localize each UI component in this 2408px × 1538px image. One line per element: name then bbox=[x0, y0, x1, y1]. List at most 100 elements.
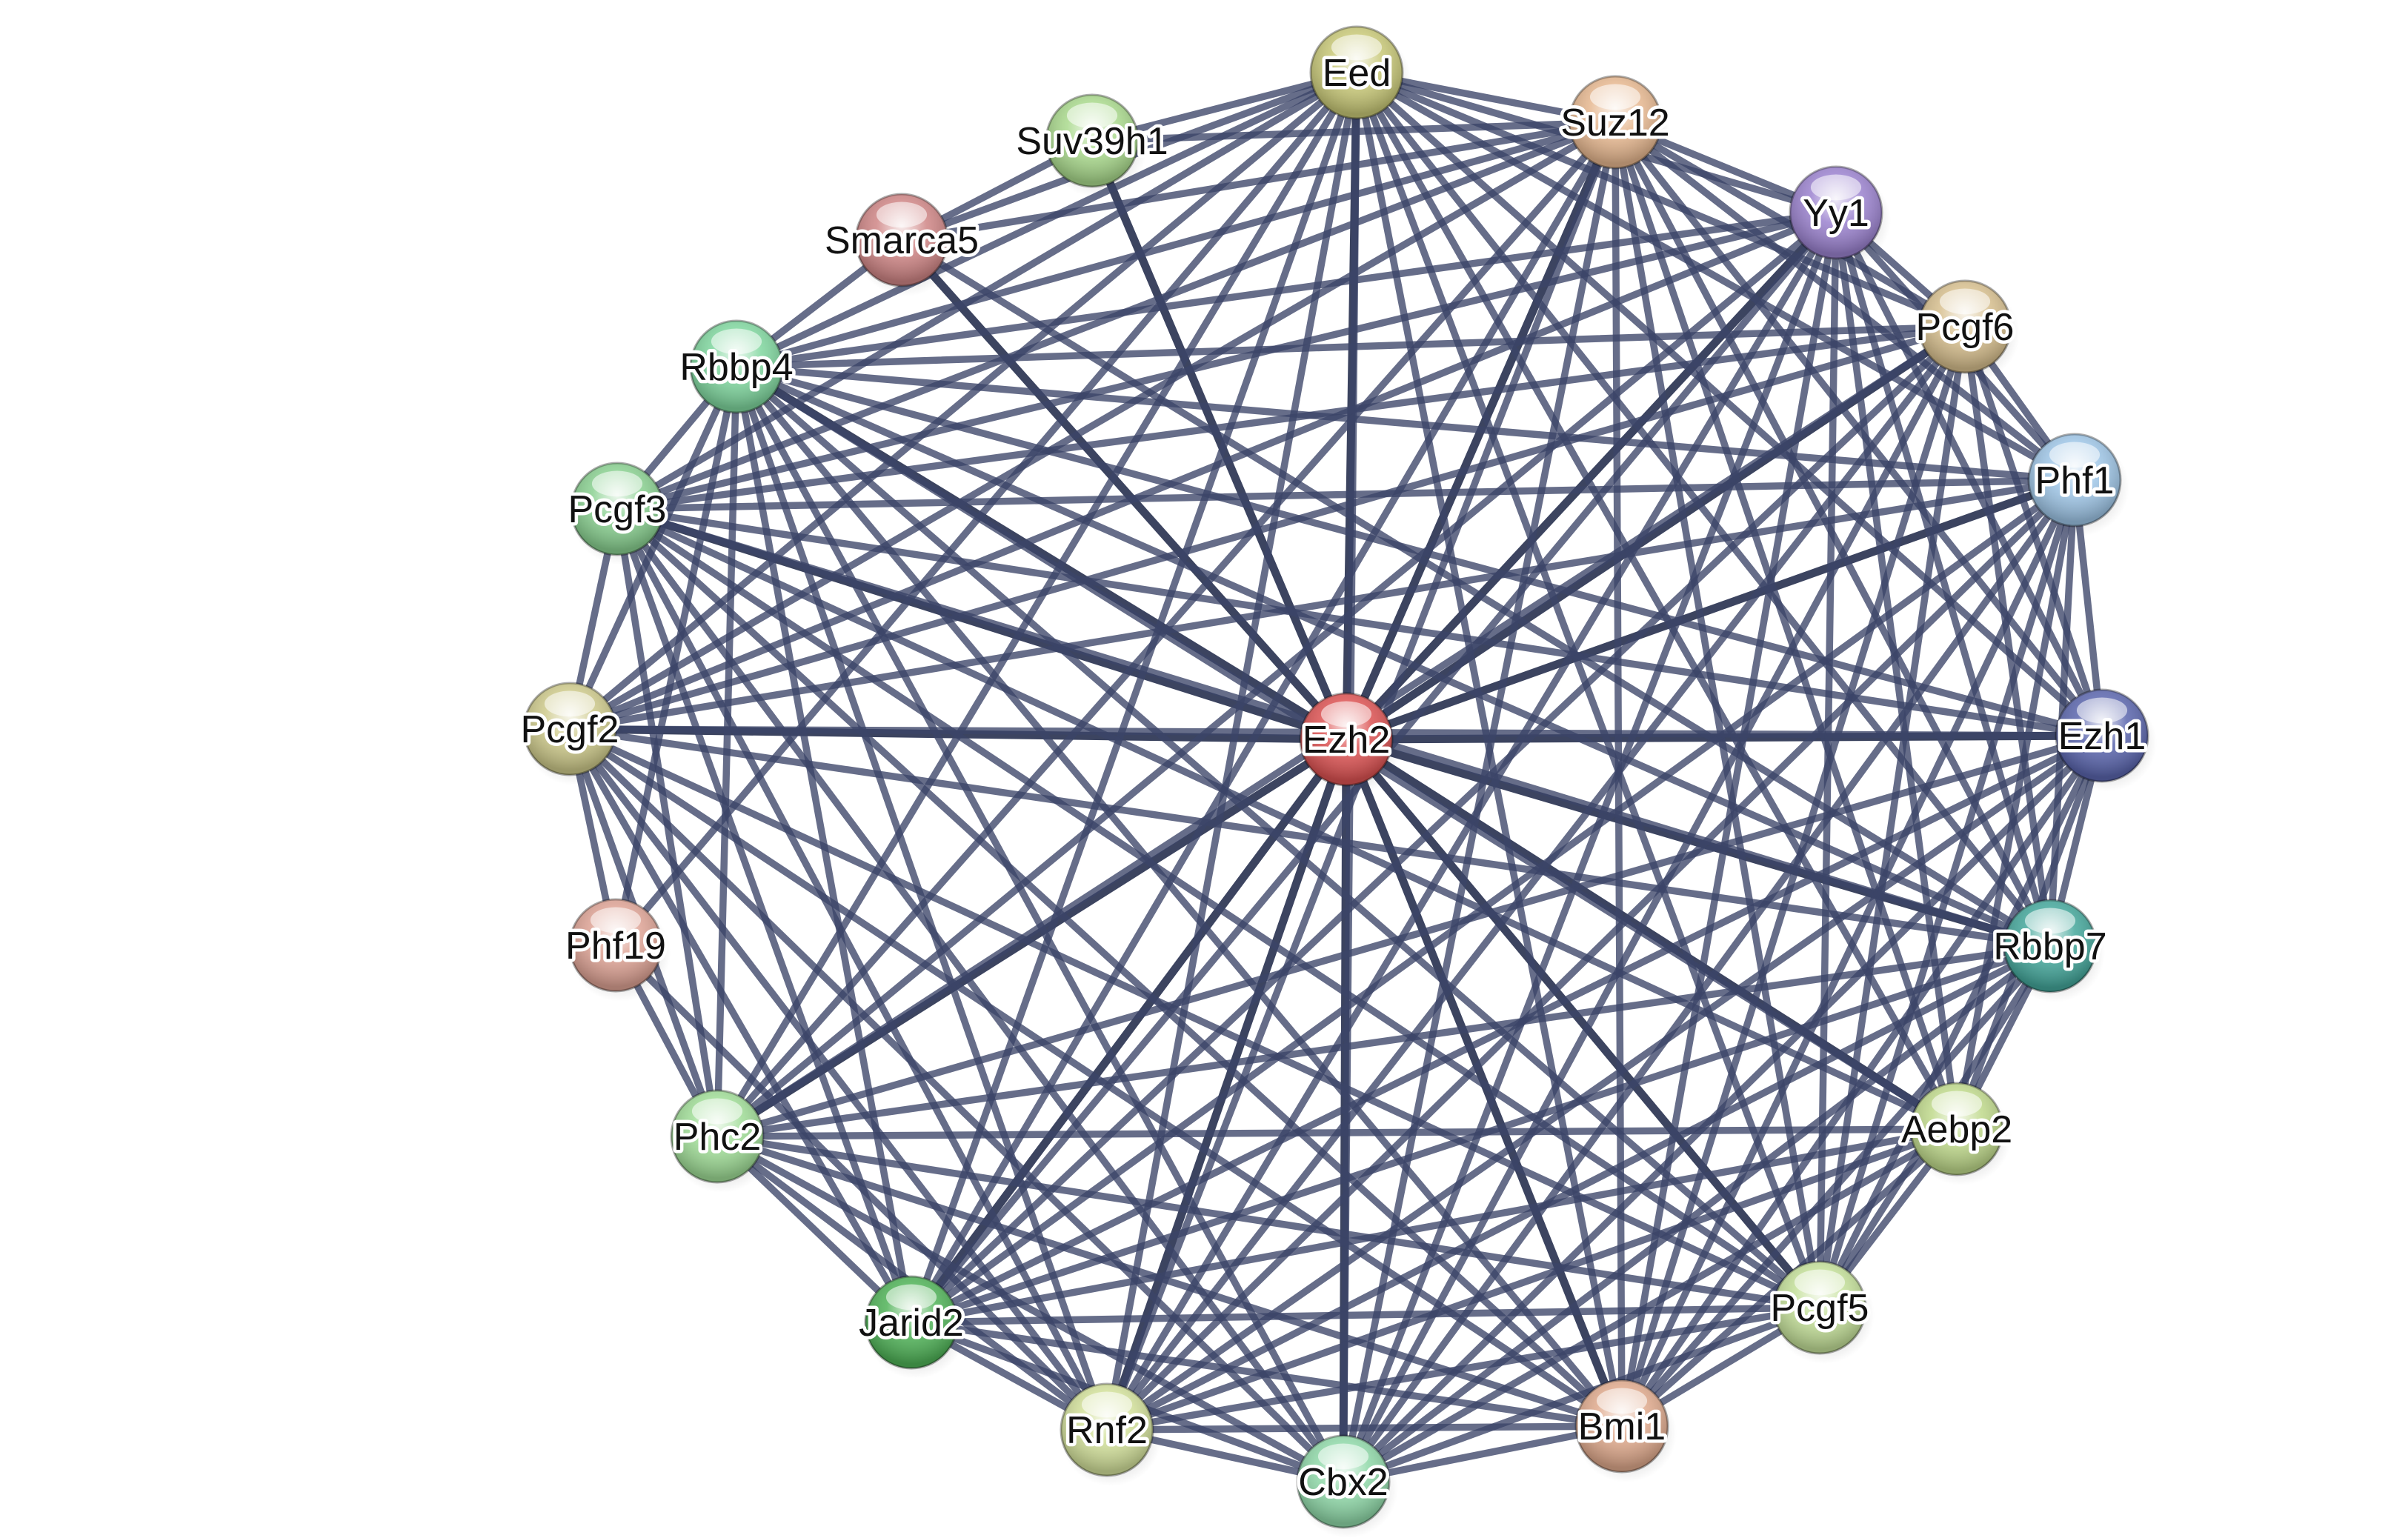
node-jarid2[interactable]: Jarid2 bbox=[856, 1275, 967, 1379]
edge-ezh1-pcgf3 bbox=[613, 505, 2106, 739]
node-pcgf2[interactable]: Pcgf2 bbox=[517, 682, 625, 785]
node-label: Bmi1 bbox=[1578, 1405, 1666, 1448]
node-cbx2[interactable]: Cbx2 bbox=[1295, 1434, 1398, 1538]
edge-rbbp7-cbx2 bbox=[1340, 942, 2054, 1485]
edge-bmi1-phc2 bbox=[714, 1133, 1626, 1430]
node-highlight bbox=[1317, 1443, 1369, 1470]
edge-eed-pcgf6 bbox=[1353, 69, 1969, 330]
node-label: Aebp2 bbox=[1901, 1108, 2012, 1151]
edge-pcgf6-jarid2 bbox=[908, 323, 1969, 1326]
edge-cbx2-pcgf3 bbox=[613, 505, 1347, 1485]
node-eed[interactable]: Eed bbox=[1309, 25, 1411, 129]
edge-rbbp7-smarca5 bbox=[898, 236, 2054, 950]
edge-suz12-smarca5 bbox=[898, 119, 1619, 244]
edge-pcgf6-cbx2 bbox=[1340, 323, 1969, 1485]
node-highlight bbox=[1596, 1388, 1648, 1414]
node-bmi1[interactable]: Bmi1 bbox=[1574, 1379, 1677, 1482]
edge-pcgf6-rnf2 bbox=[1103, 323, 1969, 1434]
node-label: Pcgf6 bbox=[1916, 306, 2015, 349]
node-highlight bbox=[590, 907, 642, 933]
edge-pcgf6-pcgf5 bbox=[1816, 323, 1969, 1311]
node-highlight bbox=[2024, 908, 2076, 934]
node-highlight bbox=[1810, 174, 1862, 201]
edge-pcgf5-rnf2 bbox=[1103, 1304, 1823, 1434]
edge-eed-jarid2 bbox=[908, 69, 1360, 1326]
node-label: Suv39h1 bbox=[1016, 120, 1168, 163]
edge-yy1-pcgf3 bbox=[613, 209, 1840, 513]
edge-rbbp7-bmi1 bbox=[1618, 942, 2054, 1430]
edge-pcgf5-rbbp4 bbox=[733, 363, 1823, 1311]
node-label: Eed bbox=[1323, 52, 1391, 95]
node-ezh1[interactable]: Ezh1 bbox=[2055, 688, 2157, 792]
edge-pcgf6-pcgf3 bbox=[613, 323, 1969, 513]
edge-suz12-aebp2 bbox=[1612, 119, 1960, 1133]
edge-ezh2-smarca5 bbox=[897, 236, 1351, 744]
node-label: Rbbp4 bbox=[679, 346, 793, 389]
node-label: Yy1 bbox=[1803, 192, 1869, 235]
node-highlight bbox=[1320, 701, 1372, 728]
edge-phf1-pcgf3 bbox=[613, 476, 2078, 513]
edge-jarid2-pcgf3 bbox=[613, 505, 915, 1326]
edge-aebp2-phc2 bbox=[714, 1125, 1960, 1140]
node-smarca5[interactable]: Smarca5 bbox=[821, 193, 982, 296]
edge-suz12-jarid2 bbox=[908, 119, 1619, 1326]
node-rbbp7[interactable]: Rbbp7 bbox=[1990, 899, 2110, 1002]
node-aebp2[interactable]: Aebp2 bbox=[1898, 1082, 2016, 1185]
node-label: Rbbp7 bbox=[1993, 925, 2106, 968]
edge-rnf2-rbbp4 bbox=[733, 363, 1111, 1434]
edge-ezh1-jarid2 bbox=[908, 732, 2106, 1326]
node-highlight bbox=[885, 1284, 937, 1311]
edge-yy1-rbbp4 bbox=[733, 209, 1840, 370]
node-suv39h1[interactable]: Suv39h1 bbox=[1013, 93, 1171, 197]
node-highlight bbox=[1794, 1269, 1846, 1296]
node-phf19[interactable]: Phf19 bbox=[562, 898, 671, 1002]
node-rbbp4[interactable]: Rbbp4 bbox=[676, 319, 796, 423]
edge-phf19-eed bbox=[612, 69, 1360, 949]
edge-ezh2-suv39h1 bbox=[1088, 136, 1351, 744]
node-yy1[interactable]: Yy1 bbox=[1789, 165, 1891, 269]
node-suz12[interactable]: Suz12 bbox=[1557, 75, 1673, 179]
edge-ezh2-rnf2 bbox=[1102, 735, 1351, 1434]
edge-phf1-bmi1 bbox=[1618, 476, 2078, 1430]
node-label: Smarca5 bbox=[825, 219, 979, 262]
node-highlight bbox=[544, 690, 596, 717]
edge-pcgf5-jarid2 bbox=[908, 1304, 1823, 1326]
node-ezh2[interactable]: Ezh2 bbox=[1299, 692, 1401, 796]
node-label: Jarid2 bbox=[859, 1302, 964, 1345]
edge-yy1-pcgf2 bbox=[566, 209, 1840, 733]
node-phc2[interactable]: Phc2 bbox=[670, 1089, 772, 1193]
node-label: Rnf2 bbox=[1066, 1409, 1148, 1452]
node-label: Ezh1 bbox=[2058, 715, 2146, 758]
node-pcgf3[interactable]: Pcgf3 bbox=[565, 462, 672, 565]
edge-pcgf6-rbbp7 bbox=[1961, 323, 2054, 950]
node-rnf2[interactable]: Rnf2 bbox=[1060, 1382, 1162, 1486]
node-highlight bbox=[1081, 1391, 1133, 1418]
edge-rbbp7-rbbp4 bbox=[733, 363, 2054, 950]
node-phf1[interactable]: Phf1 bbox=[2027, 433, 2129, 536]
node-highlight bbox=[876, 202, 928, 228]
node-highlight bbox=[1066, 102, 1118, 129]
node-label: Pcgf5 bbox=[1771, 1287, 1869, 1330]
node-pcgf5[interactable]: Pcgf5 bbox=[1767, 1260, 1875, 1364]
edge-pcgf5-pcgf3 bbox=[613, 505, 1823, 1311]
edge-phf1-rbbp4 bbox=[733, 363, 2078, 484]
edge-eed-aebp2 bbox=[1353, 69, 1960, 1133]
node-highlight bbox=[1939, 288, 1991, 315]
edge-suz12-suv39h1 bbox=[1088, 119, 1619, 144]
edge-rbbp7-phc2 bbox=[714, 942, 2054, 1140]
edge-suz12-rbbp4 bbox=[733, 119, 1619, 370]
edge-phf1-rnf2 bbox=[1103, 476, 2078, 1434]
edge-eed-rbbp7 bbox=[1353, 69, 2054, 950]
edge-cbx2-pcgf2 bbox=[566, 725, 1347, 1485]
edge-eed-ezh1 bbox=[1353, 69, 2106, 739]
edge-rbbp7-rnf2 bbox=[1103, 942, 2054, 1434]
edge-cbx2-rbbp4 bbox=[733, 363, 1347, 1485]
node-pcgf6[interactable]: Pcgf6 bbox=[1912, 279, 2020, 383]
edge-aebp2-cbx2 bbox=[1340, 1125, 1960, 1485]
edge-ezh2-phf1 bbox=[1342, 476, 2079, 744]
edge-aebp2-pcgf3 bbox=[613, 505, 1960, 1133]
edge-phf1-aebp2 bbox=[1953, 476, 2078, 1133]
node-label: Cbx2 bbox=[1298, 1461, 1388, 1504]
edge-phf1-pcgf5 bbox=[1816, 476, 2078, 1311]
node-label: Phc2 bbox=[673, 1116, 762, 1159]
